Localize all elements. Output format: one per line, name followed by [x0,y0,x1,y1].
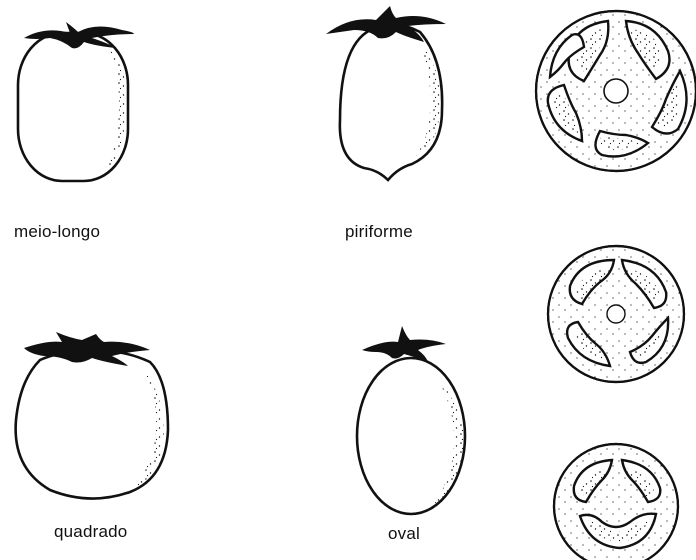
label-oval: oval [388,524,420,544]
cross-section-medium [548,246,684,382]
label-piriforme: piriforme [345,222,413,242]
cross-section-large [536,11,696,171]
piriforme-sepals [326,6,446,42]
piriforme-tomato [326,6,446,180]
oval-sepals [362,326,446,362]
cross-section-small [554,444,678,560]
quadrado-tomato [16,332,168,499]
label-meio-longo: meio-longo [14,222,100,242]
meio-longo-tomato [18,22,134,181]
oval-tomato [357,326,465,514]
label-quadrado: quadrado [54,522,127,542]
piriforme-body [340,25,442,180]
